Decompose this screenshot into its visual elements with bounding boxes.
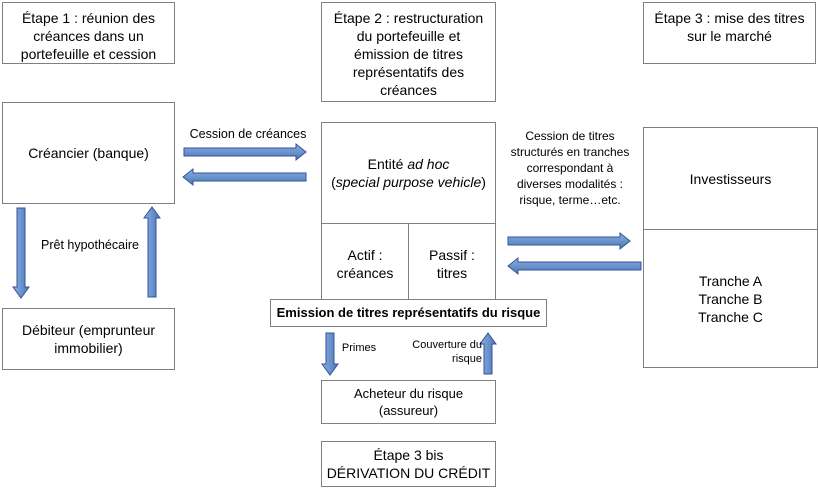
entite-spv: special purpose vehicle	[335, 174, 482, 190]
step3bis-line2: DÉRIVATION DU CRÉDIT	[326, 465, 491, 481]
arrow-cession-left	[182, 167, 307, 187]
step3-box: Étape 3 : mise des titres sur le marché	[643, 2, 816, 64]
entite-paren-open: (	[331, 174, 336, 190]
step3bis-line1: Étape 3 bis	[373, 447, 444, 463]
actif-text: Actif : créances	[336, 247, 394, 281]
tranche-c: Tranche C	[698, 308, 763, 325]
primes-text: Primes	[341, 342, 377, 354]
couverture-text: Couverture du risque	[412, 339, 482, 365]
step3-text: Étape 3 : mise des titres sur le marché	[654, 10, 805, 44]
arrow-titres-right	[507, 231, 631, 251]
cession-titres-text: Cession de titres structurés en tranches…	[510, 129, 630, 207]
step3bis-box: Étape 3 bis DÉRIVATION DU CRÉDIT	[321, 441, 496, 487]
tranche-a: Tranche A	[698, 272, 763, 289]
arrow-pret-up	[143, 206, 161, 298]
creancier-text: Créancier (banque)	[28, 145, 149, 161]
entite-paren-close: )	[481, 174, 486, 190]
pret-text: Prêt hypothécaire	[41, 238, 139, 252]
actif-box: Actif : créances	[321, 223, 409, 305]
acheteur-text: Acheteur du risque (assureur)	[353, 386, 464, 418]
primes-label: Primes	[334, 340, 384, 356]
pret-label: Prêt hypothécaire	[34, 237, 146, 253]
entite-line1: Entité ad hoc	[368, 155, 450, 173]
creancier-box: Créancier (banque)	[2, 102, 175, 204]
investisseurs-box: Investisseurs	[643, 127, 818, 230]
passif-text: Passif : titres	[429, 247, 475, 281]
tranches-box: Tranche A Tranche B Tranche C	[643, 229, 818, 368]
tranche-b: Tranche B	[698, 290, 763, 307]
entite-box: Entité ad hoc (special purpose vehicle)	[321, 122, 496, 224]
emission-text: Emission de titres représentatifs du ris…	[276, 305, 541, 320]
cession-creances-text: Cession de créances	[189, 127, 307, 141]
entite-line2: (special purpose vehicle)	[331, 173, 486, 191]
debiteur-text: Débiteur (emprunteur immobilier)	[21, 322, 156, 356]
investisseurs-text: Investisseurs	[689, 170, 772, 187]
cession-creances-label: Cession de créances	[178, 126, 318, 142]
acheteur-box: Acheteur du risque (assureur)	[321, 380, 496, 424]
arrow-pret-down	[12, 207, 30, 299]
entite-prefix: Entité	[367, 156, 408, 172]
couverture-label: Couverture du risque	[400, 338, 482, 366]
step2-text: Étape 2 : restructuration du portefeuill…	[333, 10, 484, 98]
arrow-titres-left	[507, 256, 642, 276]
entite-ad-hoc: ad hoc	[407, 156, 450, 172]
debiteur-box: Débiteur (emprunteur immobilier)	[2, 308, 175, 370]
cession-titres-label: Cession de titres structurés en tranches…	[503, 128, 637, 208]
arrow-primes-down	[321, 332, 339, 376]
arrow-cession-right	[183, 142, 307, 162]
arrow-couverture-up	[479, 332, 497, 375]
emission-box: Emission de titres représentatifs du ris…	[270, 299, 547, 327]
step2-box: Étape 2 : restructuration du portefeuill…	[321, 2, 496, 102]
passif-box: Passif : titres	[408, 223, 496, 305]
step1-box: Étape 1 : réunion des créances dans un p…	[2, 2, 175, 64]
step1-text: Étape 1 : réunion des créances dans un p…	[20, 10, 157, 62]
